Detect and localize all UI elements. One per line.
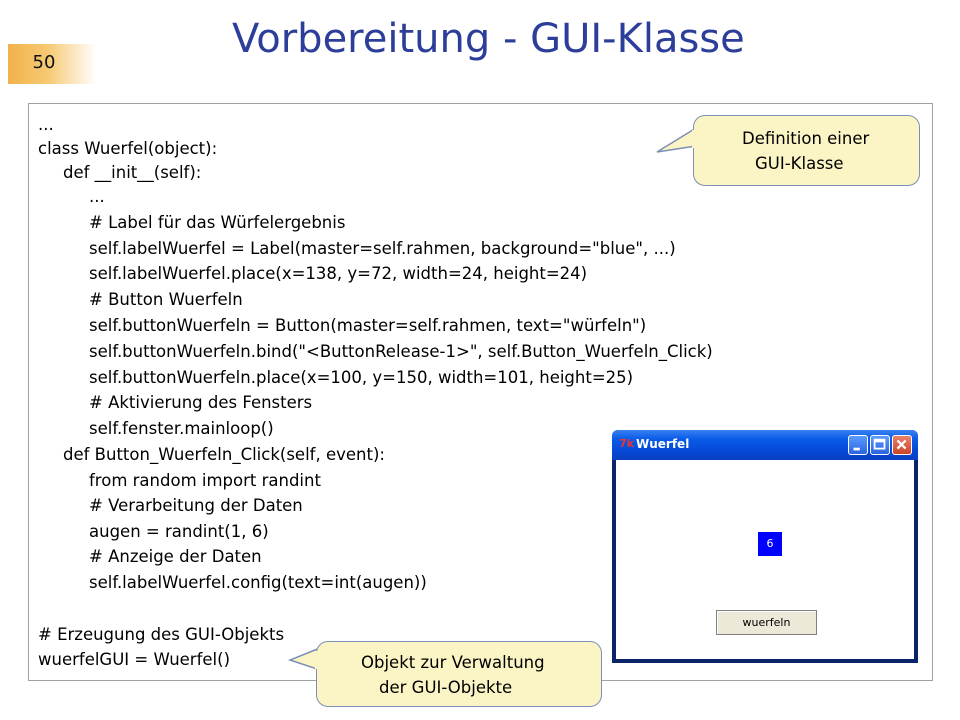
page-number-badge (8, 44, 96, 84)
callout-bottom-line2: der GUI-Objekte (379, 678, 513, 697)
maximize-icon (873, 438, 886, 450)
code-line: self.buttonWuerfeln.bind("<ButtonRelease… (89, 342, 713, 361)
callout-bottom-tail-cover (315, 651, 321, 669)
code-line: from random import randint (89, 471, 321, 490)
code-line: self.buttonWuerfeln = Button(master=self… (89, 316, 647, 335)
window-client-area: 6 wuerfeln (616, 460, 914, 659)
close-icon (896, 439, 907, 450)
code-line: # Erzeugung des GUI-Objekts (38, 625, 285, 644)
slide-title: Vorbereitung - GUI-Klasse (232, 16, 745, 62)
code-line: def Button_Wuerfeln_Click(self, event): (63, 445, 385, 464)
callout-bottom-line1: Objekt zur Verwaltung (361, 653, 545, 672)
window-titlebar[interactable]: 7k Wuerfel (612, 430, 918, 460)
tk-feather-icon: 7k (619, 437, 634, 450)
code-line: # Verarbeitung der Daten (89, 496, 303, 515)
maximize-button[interactable] (870, 435, 890, 455)
page-number: 50 (32, 52, 56, 73)
window-title: Wuerfel (636, 437, 690, 451)
code-line: ... (38, 115, 54, 134)
close-button[interactable] (892, 435, 912, 455)
code-line: self.buttonWuerfeln.place(x=100, y=150, … (89, 368, 634, 387)
minimize-button[interactable] (848, 435, 868, 455)
code-line: # Label für das Würfelergebnis (89, 213, 346, 232)
code-line: class Wuerfel(object): (38, 139, 218, 158)
wuerfeln-button[interactable]: wuerfeln (716, 610, 817, 635)
callout-class-definition: Definition einer GUI-Klasse (693, 115, 920, 186)
code-line: augen = randint(1, 6) (89, 522, 269, 541)
code-line: self.labelWuerfel = Label(master=self.ra… (89, 239, 676, 258)
wuerfel-window: 7k Wuerfel 6 wuerfeln (612, 430, 918, 663)
code-line: self.labelWuerfel.config(text=int(augen)… (89, 573, 427, 592)
code-line: self.labelWuerfel.place(x=138, y=72, wid… (89, 264, 588, 283)
minimize-icon (853, 447, 860, 451)
code-line: wuerfelGUI = Wuerfel() (38, 650, 231, 669)
callout-object-management: Objekt zur Verwaltung der GUI-Objekte (316, 641, 602, 707)
code-line: self.fenster.mainloop() (89, 419, 274, 438)
code-line: # Button Wuerfeln (89, 290, 243, 309)
code-line: ... (89, 187, 105, 206)
code-line: # Aktivierung des Fensters (89, 393, 313, 412)
callout-top-line1: Definition einer (742, 129, 870, 148)
callout-top-tail-cover (692, 130, 698, 148)
callout-top-line2: GUI-Klasse (755, 154, 844, 173)
code-line: # Anzeige der Daten (89, 547, 262, 566)
code-line: def __init__(self): (63, 163, 202, 182)
die-result-label: 6 (758, 532, 782, 556)
